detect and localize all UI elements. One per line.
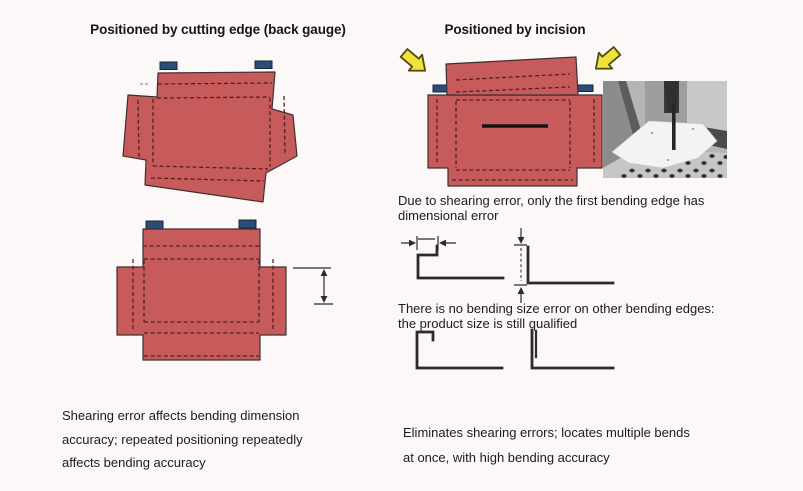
sheet-top-flap-tilted xyxy=(445,56,579,96)
left-title: Positioned by cutting edge (back gauge) xyxy=(90,22,346,37)
sheet-blank xyxy=(427,94,603,187)
back-gauge-stop xyxy=(254,60,273,69)
back-gauge-stop xyxy=(145,220,164,230)
right-caption: Eliminates shearing errors; locates mult… xyxy=(403,421,690,470)
caption-line: affects bending accuracy xyxy=(62,455,206,470)
dimension-arrow xyxy=(293,267,333,305)
bend-profiles-row1 xyxy=(401,228,615,303)
back-gauge-stop xyxy=(159,61,178,70)
fold-lines xyxy=(137,82,286,182)
incision-diagram xyxy=(399,46,622,187)
note-line: Due to shearing error, only the first be… xyxy=(398,193,705,208)
no-size-error-note: There is no bending size error on other … xyxy=(398,301,715,331)
tool-rod xyxy=(672,104,676,150)
back-gauge-stop xyxy=(576,84,594,92)
fold-lines xyxy=(436,73,595,181)
arrow-icon xyxy=(594,46,622,70)
blank-tilted-diagram xyxy=(122,60,298,203)
sheet-on-table xyxy=(611,120,718,169)
l-bend-profile xyxy=(530,328,615,370)
caption-line: Eliminates shearing errors; locates mult… xyxy=(403,425,690,440)
shearing-error-note: Due to shearing error, only the first be… xyxy=(398,193,704,223)
left-caption: Shearing error affects bending dimension… xyxy=(62,404,303,475)
bend-profiles-row2 xyxy=(415,328,615,370)
right-title: Positioned by incision xyxy=(444,22,586,37)
caption-line: at once, with high bending accuracy xyxy=(403,449,610,465)
hemmed-bend-profile xyxy=(415,330,504,370)
note-line: dimensional error xyxy=(398,208,499,223)
back-gauge-stop xyxy=(238,219,257,229)
machine-photo xyxy=(603,81,727,178)
blank-aligned-diagram xyxy=(116,219,333,361)
first-bend-profile xyxy=(416,244,505,280)
sheet-blank xyxy=(116,228,287,361)
caption-line: accuracy; repeated positioning repeatedl… xyxy=(62,431,303,447)
arrow-icon xyxy=(399,48,427,72)
caption-line: Shearing error affects bending dimension xyxy=(62,408,300,423)
height-dimension-arrows xyxy=(514,228,527,303)
l-bend-profile xyxy=(526,245,615,285)
note-line: There is no bending size error on other … xyxy=(398,301,715,316)
fold-lines xyxy=(132,245,274,357)
sheet-blank xyxy=(122,71,298,203)
note-line: the product size is still qualified xyxy=(398,316,578,331)
width-dimension-arrows xyxy=(401,236,456,250)
